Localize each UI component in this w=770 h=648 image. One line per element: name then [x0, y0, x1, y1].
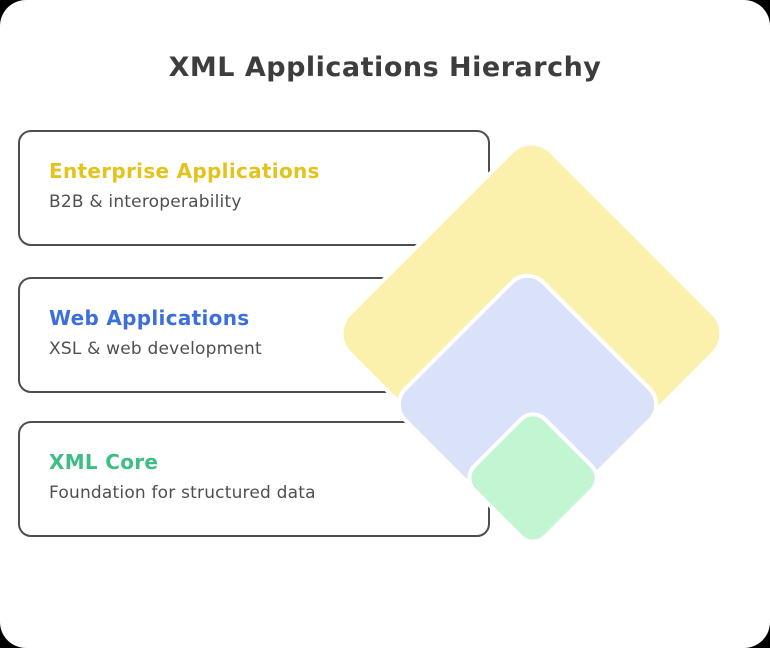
xml-core-subtitle: Foundation for structured data — [49, 483, 316, 503]
web-applications-subtitle: XSL & web development — [49, 339, 262, 359]
card-xml-core: XML Core Foundation for structured data — [18, 421, 490, 537]
card-enterprise-applications: Enterprise Applications B2B & interopera… — [18, 130, 490, 246]
xml-core-heading: XML Core — [49, 450, 159, 474]
enterprise-applications-heading: Enterprise Applications — [49, 159, 320, 183]
web-applications-heading: Web Applications — [49, 306, 250, 330]
enterprise-applications-subtitle: B2B & interoperability — [49, 192, 242, 212]
diagram-title: XML Applications Hierarchy — [168, 52, 602, 83]
